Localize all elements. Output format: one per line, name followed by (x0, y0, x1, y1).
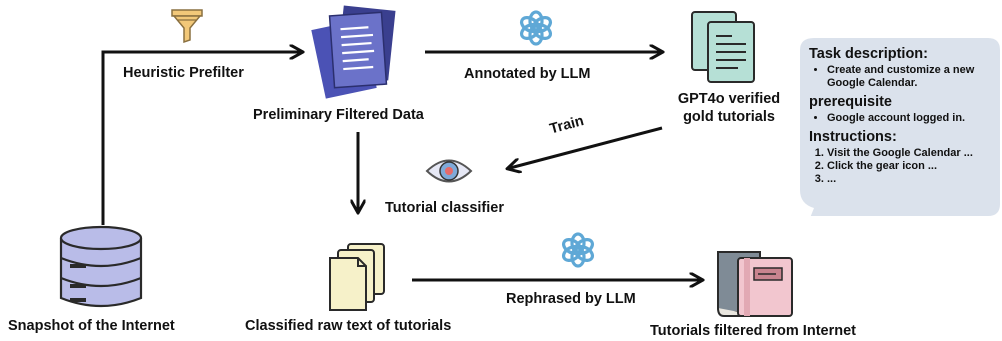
gold-label-line: gold tutorials (683, 109, 775, 125)
prefilter-label: Heuristic Prefilter (123, 65, 244, 81)
instr-item: Click the gear icon ... (827, 160, 995, 173)
funnel-icon (171, 9, 203, 44)
database-icon (59, 225, 143, 308)
rephrase-label: Rephrased by LLM (506, 291, 636, 307)
classified-label: Classified raw text of tutorials (245, 318, 452, 334)
gold-label-line: GPT4o verified (677, 91, 781, 107)
preliminary-label: Preliminary Filtered Data (253, 107, 424, 123)
task-heading: Task description: (809, 46, 928, 62)
classifier-label: Tutorial classifier (385, 200, 504, 216)
annotate-label: Annotated by LLM (464, 66, 591, 82)
arrow-prefilter (101, 52, 300, 225)
example-text: Task description: Create and customize a… (809, 46, 995, 186)
raw-text-icon (329, 243, 385, 311)
documents-icon (311, 5, 396, 99)
instr-heading: Instructions: (809, 129, 897, 145)
prereq-heading: prerequisite (809, 94, 892, 110)
instr-item: ... (827, 173, 995, 186)
eye-icon (425, 159, 473, 183)
instr-list: Visit the Google Calendar ... Click the … (809, 147, 995, 186)
prereq-list: Google account logged in. (809, 112, 995, 125)
instr-item: Visit the Google Calendar ... (827, 147, 995, 160)
gold-label: GPT4o verified gold tutorials (666, 90, 792, 126)
prereq-item: Google account logged in. (827, 112, 995, 125)
example-bubble (800, 38, 1000, 216)
openai-icon (561, 232, 595, 268)
openai-icon (519, 10, 553, 46)
gold-docs-icon (691, 11, 755, 83)
filtered-label: Tutorials filtered from Internet (650, 323, 856, 339)
task-list: Create and customize a new Google Calend… (809, 64, 995, 90)
books-icon (717, 251, 793, 317)
task-item: Create and customize a new Google Calend… (827, 64, 995, 90)
arrow-train (510, 126, 663, 168)
source-label: Snapshot of the Internet (8, 318, 175, 334)
